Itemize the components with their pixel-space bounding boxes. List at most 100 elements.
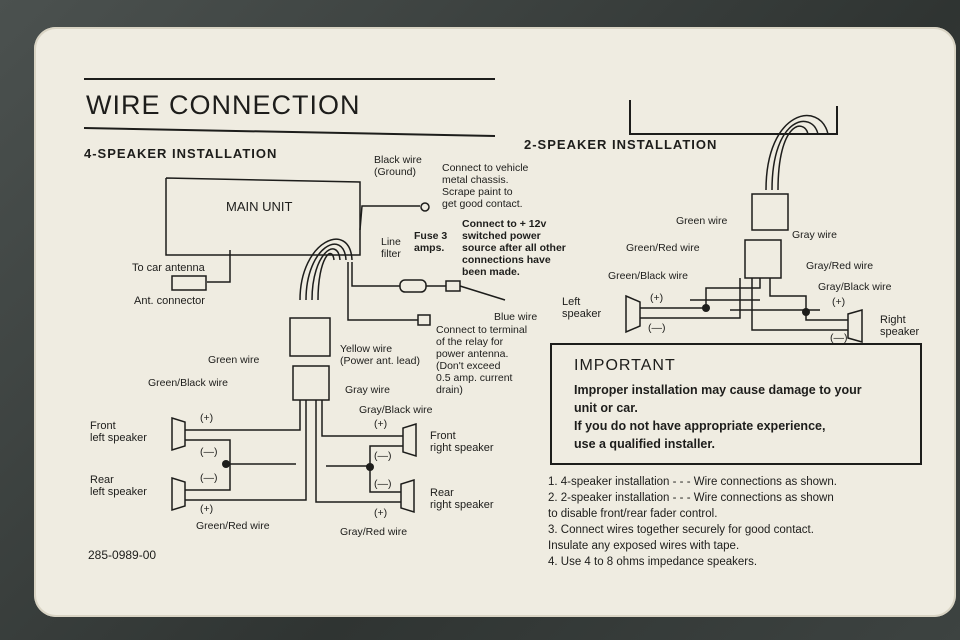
yellow-wire-label: Yellow wire (Power ant. lead) [340, 343, 420, 367]
line-filter-shape [399, 279, 427, 293]
two-green-red-wire-label: Green/Red wire [626, 242, 700, 254]
harness-loop-4 [317, 253, 335, 301]
part-number: 285-0989-00 [88, 548, 157, 562]
note-3-cont: Insulate any exposed wires with tape. [548, 540, 740, 552]
note-4: 4. Use 4 to 8 ohms impedance speakers. [548, 556, 758, 568]
two-harness-loop-3 [777, 125, 809, 191]
fr-plus-mark: (+) [374, 418, 388, 430]
gray-red-wire-label: Gray/Red wire [340, 526, 408, 538]
fuse-label: Fuse 3 amps. [414, 230, 448, 254]
fl-plus-mark: (+) [200, 412, 214, 424]
harness-loop-3 [311, 248, 341, 301]
line-filter-label: Line filter [381, 236, 401, 260]
green-wire-label: Green wire [208, 354, 260, 366]
right-junction-dot [366, 463, 374, 471]
harness-loop-2 [305, 243, 347, 301]
two-connector-upper [751, 193, 789, 231]
gray-wire-label: Gray wire [345, 384, 390, 396]
front-left-speaker-shape [171, 416, 186, 452]
harness-connector-upper [289, 317, 331, 357]
left-junction-dot [222, 460, 230, 468]
ant-connector-label: Ant. connector [134, 295, 205, 307]
gray-black-wire-label: Gray/Black wire [359, 404, 433, 416]
title-rule-bottom [83, 127, 496, 137]
two-right-junction-dot [802, 308, 810, 316]
fr-minus-mark: (—) [374, 450, 392, 462]
rear-left-speaker-shape [171, 476, 186, 512]
rr-minus-wire [369, 466, 401, 493]
harness-loop-1 [299, 238, 353, 301]
antenna-cable [207, 250, 231, 283]
two-right-plus-mark: (+) [832, 296, 846, 308]
two-gray-red-wire-label: Gray/Red wire [806, 260, 874, 272]
rear-right-speaker-label: Rear right speaker [430, 487, 494, 511]
ground-terminal [420, 202, 430, 212]
fr-minus-wire [326, 445, 403, 467]
note-2: 2. 2-speaker installation - - - Wire con… [548, 492, 834, 504]
yellow-wire-terminal [417, 314, 431, 326]
note-3: 3. Connect wires together securely for g… [548, 524, 814, 536]
two-right-speaker-label: Right speaker [880, 314, 920, 338]
front-right-speaker-label: Front right speaker [430, 430, 494, 454]
main-unit-box [165, 177, 361, 256]
two-harness-loop-2 [771, 120, 819, 191]
two-green-wire-label: Green wire [676, 215, 728, 227]
front-right-speaker-shape [402, 422, 417, 458]
wiring-label-card [34, 27, 956, 617]
two-left-speaker-shape [625, 294, 641, 334]
two-green-black-wire-label: Green/Black wire [608, 270, 688, 282]
rr-plus-wire [315, 400, 401, 503]
two-right-minus-mark: (—) [830, 332, 848, 344]
page-title: WIRE CONNECTION [86, 90, 361, 120]
two-left-speaker-label: Left speaker [562, 296, 602, 320]
two-harness-loop-1 [765, 114, 829, 191]
two-left-plus-wire [640, 278, 761, 309]
harness-connector-lower [292, 365, 330, 401]
four-speaker-heading: 4-SPEAKER INSTALLATION [84, 146, 278, 161]
important-title: IMPORTANT [574, 357, 676, 374]
two-left-junction-dot [702, 304, 710, 312]
front-left-speaker-label: Front left speaker [90, 420, 147, 444]
two-gray-black-wire-label: Gray/Black wire [818, 281, 892, 293]
yellow-wire-line [347, 262, 418, 321]
fr-plus-wire [321, 400, 403, 437]
green-black-wire-label: Green/Black wire [148, 377, 228, 389]
chassis-note: Connect to vehicle metal chassis. Scrape… [442, 162, 529, 210]
two-left-minus-wire [640, 278, 741, 319]
power-wire [351, 262, 400, 287]
power-note: Connect to + 12v switched power source a… [462, 218, 566, 278]
two-right-plus-wire [769, 278, 848, 321]
two-right-speaker-shape [847, 309, 863, 343]
two-right-minus-wire [751, 278, 848, 331]
rl-plus-wire [185, 400, 307, 501]
fuse-shape [445, 280, 461, 292]
main-unit-label: MAIN UNIT [226, 199, 293, 214]
two-gray-wire-label: Gray wire [792, 229, 837, 241]
important-box: IMPORTANT Improper installation may caus… [550, 343, 922, 465]
fl-minus-mark: (—) [200, 446, 218, 458]
two-connector-lower [744, 239, 782, 279]
important-body: Improper installation may cause damage t… [574, 383, 862, 451]
blue-wire-line [459, 285, 506, 301]
car-antenna-label: To car antenna [132, 262, 205, 274]
fl-plus-wire [185, 400, 301, 431]
fl-minus-wire [185, 439, 296, 465]
black-wire-label: Black wire (Ground) [374, 154, 422, 178]
notes-list: 1. 4-speaker installation - - - Wire con… [548, 474, 837, 570]
rear-left-speaker-label: Rear left speaker [90, 474, 147, 498]
two-speaker-bar [629, 100, 838, 135]
blue-wire-label: Blue wire [494, 311, 538, 323]
green-red-wire-label: Green/Red wire [196, 520, 270, 532]
rl-minus-wire [185, 464, 231, 491]
rl-minus-mark: (—) [200, 472, 218, 484]
relay-note: Connect to terminal of the relay for pow… [436, 324, 528, 396]
ground-wire [359, 205, 420, 231]
rl-plus-mark: (+) [200, 503, 214, 515]
antenna-connector-shape [171, 275, 207, 291]
note-1: 1. 4-speaker installation - - - Wire con… [548, 476, 837, 488]
rr-plus-mark: (+) [374, 507, 388, 519]
rear-right-speaker-shape [400, 478, 415, 514]
two-left-minus-mark: (—) [648, 322, 666, 334]
note-2-cont: to disable front/rear fader control. [548, 508, 718, 520]
